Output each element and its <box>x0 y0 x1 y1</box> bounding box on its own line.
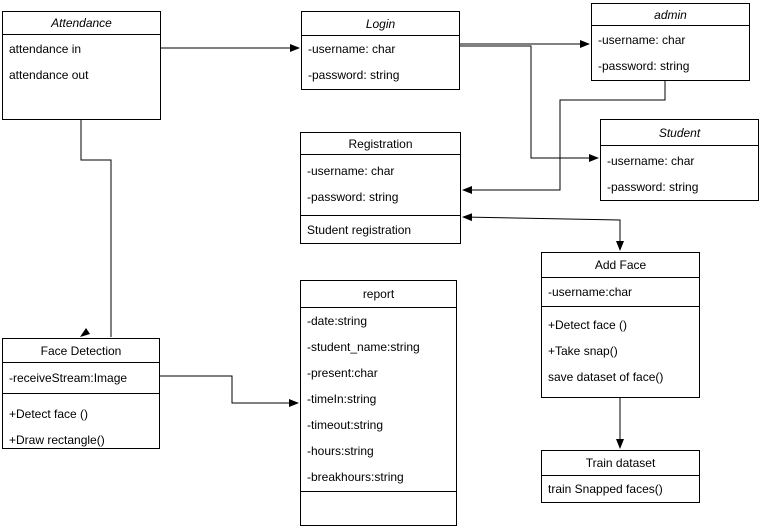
class-attribute: -password: string <box>307 190 399 204</box>
attributes-section: -date:string -student_name:string -prese… <box>301 308 456 491</box>
attributes-section: -username: char -password: string <box>592 26 749 80</box>
class-method: +Detect face () <box>9 407 89 421</box>
class-title: Face Detection <box>3 339 159 363</box>
attributes-section: -username: char -password: string <box>601 146 758 200</box>
class-method: save dataset of face() <box>548 370 664 384</box>
class-title: Registration <box>301 133 460 155</box>
class-attribute: -username: char <box>308 42 396 56</box>
class-attribute: -hours:string <box>307 444 374 458</box>
class-title: report <box>301 281 456 308</box>
class-title: Train dataset <box>542 451 699 476</box>
class-title: Add Face <box>542 253 699 278</box>
connector-login-student[interactable] <box>460 45 599 162</box>
class-method: Student registration <box>307 223 412 237</box>
class-attribute: -timeout:string <box>307 418 384 432</box>
class-attribute: attendance in <box>9 42 82 56</box>
class-box-registration[interactable]: Registration -username: char -password: … <box>300 132 461 244</box>
class-box-student[interactable]: Student -username: char -password: strin… <box>600 119 759 201</box>
class-attribute: -username: char <box>307 164 395 178</box>
class-box-traindataset[interactable]: Train dataset train Snapped faces() <box>541 450 700 503</box>
class-attribute: -student_name:string <box>307 340 420 354</box>
attributes-section: -receiveStream:Image <box>3 363 159 393</box>
connector-facedetection-report[interactable] <box>160 375 299 407</box>
class-title: Attendance <box>3 12 160 35</box>
class-attribute: -password: string <box>607 180 699 194</box>
methods-section: +Detect face () +Take snap() save datase… <box>542 306 699 397</box>
class-attribute: -date:string <box>307 314 368 328</box>
class-attribute: -present:char <box>307 366 378 380</box>
class-attribute: -username:char <box>548 285 633 299</box>
attributes-section: -username:char <box>542 278 699 306</box>
class-method: +Take snap() <box>548 344 618 358</box>
class-box-facedetection[interactable]: Face Detection -receiveStream:Image +Det… <box>2 338 160 449</box>
class-method: +Draw rectangle() <box>9 433 105 447</box>
class-box-admin[interactable]: admin -username: char -password: string <box>591 3 750 81</box>
class-box-addface[interactable]: Add Face -username:char +Detect face () … <box>541 252 700 398</box>
class-attribute: attendance out <box>9 68 89 82</box>
connector-admin-registration[interactable] <box>462 81 666 194</box>
class-attribute: -username: char <box>598 33 686 47</box>
class-box-attendance[interactable]: Attendance attendance in attendance out <box>2 11 161 120</box>
connector-attendance-facedetection[interactable] <box>80 120 112 337</box>
attributes-section: -username: char -password: string <box>301 155 460 215</box>
class-box-report[interactable]: report -date:string -student_name:string… <box>300 280 457 526</box>
connector-registration-addface[interactable] <box>462 213 624 251</box>
class-title: Student <box>601 120 758 146</box>
methods-section: Student registration <box>301 215 460 243</box>
class-method: train Snapped faces() <box>548 482 663 496</box>
attributes-section: attendance in attendance out <box>3 35 160 119</box>
methods-section: +Detect face () +Draw rectangle() <box>3 393 159 448</box>
empty-section <box>301 491 456 525</box>
connector-attendance-facedetection-arrowhead <box>80 328 90 337</box>
attributes-section: -username: char -password: string <box>302 36 459 89</box>
class-box-login[interactable]: Login -username: char -password: string <box>301 11 460 90</box>
class-title: admin <box>592 4 749 26</box>
class-title: Login <box>302 12 459 36</box>
class-attribute: -password: string <box>598 59 690 73</box>
class-attribute: -breakhours:string <box>307 470 404 484</box>
class-method: +Detect face () <box>548 318 628 332</box>
class-attribute: -timeIn:string <box>307 392 377 406</box>
methods-section: train Snapped faces() <box>542 476 699 502</box>
class-attribute: -username: char <box>607 154 695 168</box>
class-attribute: -receiveStream:Image <box>9 371 128 385</box>
class-attribute: -password: string <box>308 68 400 82</box>
